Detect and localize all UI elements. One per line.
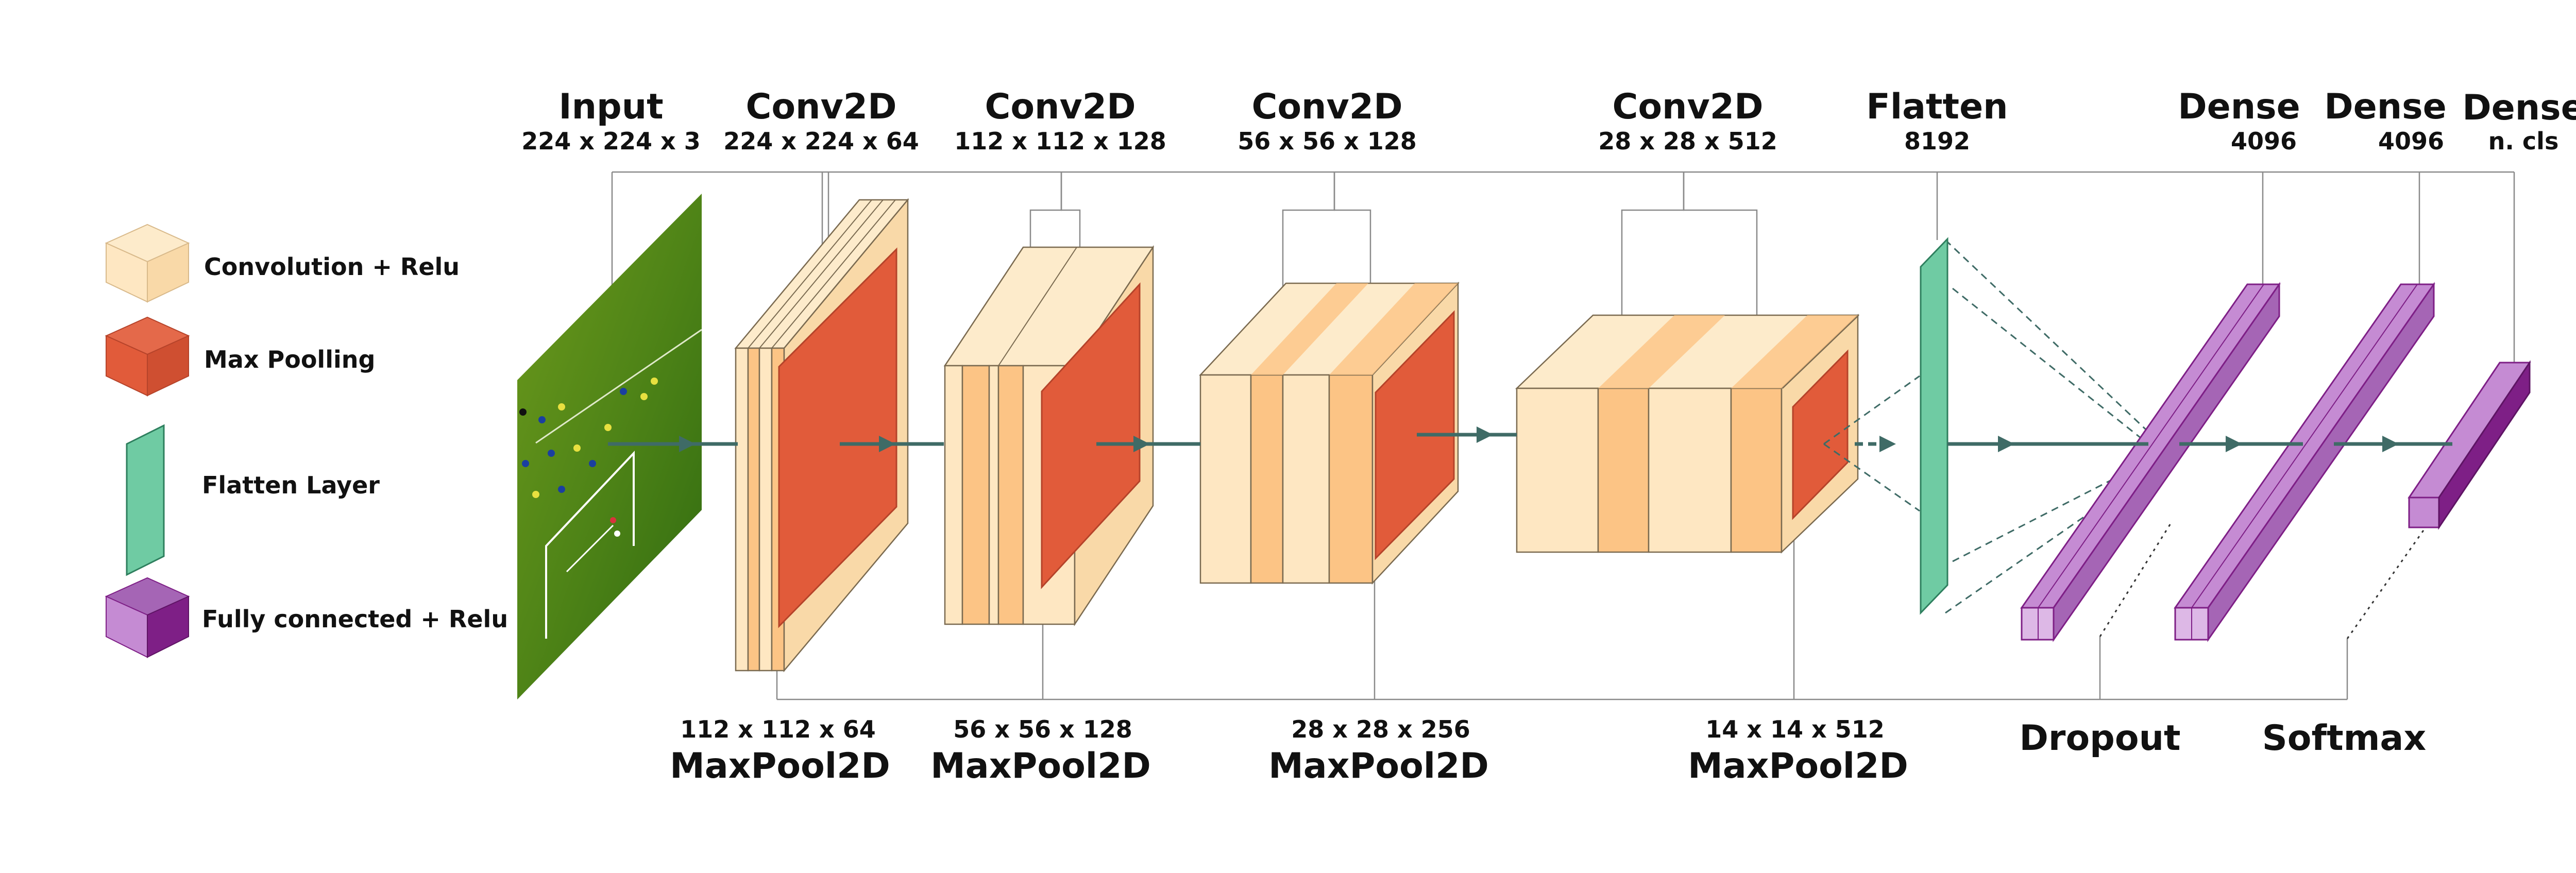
arrow-head-icon <box>1998 436 2014 452</box>
label-dropout: Dropout <box>2019 718 2180 759</box>
label-dense1-title: Dense <box>2178 87 2300 127</box>
label-input-title: Input <box>558 87 663 127</box>
label-dense1-dim: 4096 <box>2231 127 2297 155</box>
label-conv4-dim: 28 x 28 x 512 <box>1598 127 1777 155</box>
label-dense3-dim: n. cls <box>2488 127 2559 155</box>
dense-layer-1 <box>2020 282 2281 642</box>
label-pool2-title: MaxPool2D <box>930 746 1151 786</box>
legend-pool-label: Max Poolling <box>204 346 375 373</box>
legend-flatten-label: Flatten Layer <box>202 471 380 499</box>
label-conv1-title: Conv2D <box>745 87 896 127</box>
legend-flatten-icon <box>126 424 165 576</box>
football-pitch-image <box>517 194 702 699</box>
dense-layer-2 <box>2174 282 2435 642</box>
arrow-head-icon <box>679 436 696 452</box>
legend-conv-icon <box>105 224 190 303</box>
maxpool-block-2 <box>1041 282 1141 589</box>
label-pool3-dim: 28 x 28 x 256 <box>1291 715 1470 743</box>
legend-fc-icon <box>105 577 190 658</box>
label-dense3-title: Dense <box>2462 88 2576 128</box>
label-dense2-dim: 4096 <box>2378 127 2444 155</box>
label-pool4-dim: 14 x 14 x 512 <box>1705 715 1884 743</box>
label-pool3-title: MaxPool2D <box>1268 746 1489 786</box>
label-conv3-title: Conv2D <box>1251 87 1402 127</box>
legend: Convolution + Relu Max Poolling Flatten … <box>105 224 508 658</box>
label-pool1-dim: 112 x 112 x 64 <box>680 715 875 743</box>
legend-fc-label: Fully connected + Relu <box>202 605 508 633</box>
maxpool-block-1 <box>778 247 897 628</box>
label-softmax: Softmax <box>2262 718 2426 759</box>
label-input-dim: 224 x 224 x 3 <box>521 127 700 155</box>
label-dense2-title: Dense <box>2324 87 2447 127</box>
maxpool-block-3 <box>1375 310 1455 560</box>
label-conv1-dim: 224 x 224 x 64 <box>723 127 919 155</box>
label-conv2-dim: 112 x 112 x 128 <box>954 127 1166 155</box>
bottom-labels: 112 x 112 x 64 MaxPool2D 56 x 56 x 128 M… <box>670 715 2426 786</box>
arrow-head-icon <box>1879 436 1896 452</box>
flow-arrows <box>608 426 2452 452</box>
label-conv3-dim: 56 x 56 x 128 <box>1238 127 1416 155</box>
arrow-head-icon <box>879 436 895 452</box>
label-flatten-title: Flatten <box>1866 87 2008 127</box>
label-pool4-title: MaxPool2D <box>1688 746 1908 786</box>
label-conv2-title: Conv2D <box>985 87 1136 127</box>
legend-conv-label: Convolution + Relu <box>204 253 460 281</box>
legend-pool-icon <box>105 316 190 397</box>
arrow-head-icon <box>2382 436 2399 452</box>
flatten-layer <box>1920 237 1948 615</box>
arrow-head-icon <box>1477 426 1493 443</box>
label-pool2-dim: 56 x 56 x 128 <box>953 715 1132 743</box>
label-pool1-title: MaxPool2D <box>670 746 890 786</box>
conv-block-4 <box>1515 314 1860 554</box>
maxpool-block-4 <box>1792 349 1849 520</box>
arrow-head-icon <box>2226 436 2242 452</box>
dense-layer-output <box>2408 360 2531 530</box>
top-labels: Input 224 x 224 x 3 Conv2D 224 x 224 x 6… <box>521 87 2576 155</box>
arrow-head-icon <box>1133 436 1150 452</box>
label-conv4-title: Conv2D <box>1612 87 1763 127</box>
label-flatten-dim: 8192 <box>1904 127 1970 155</box>
